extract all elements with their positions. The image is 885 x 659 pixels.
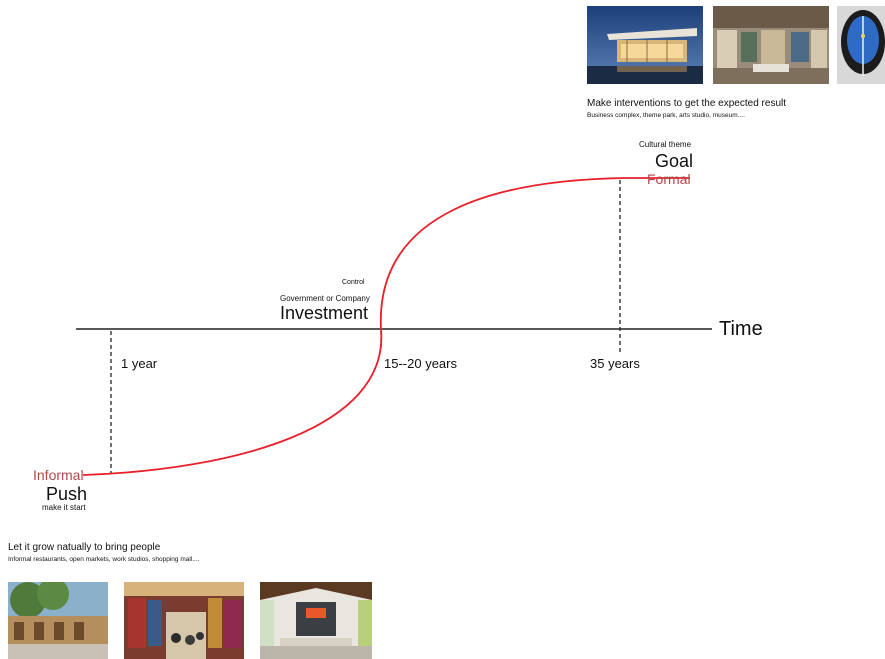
museum-dome-photo	[837, 6, 885, 84]
investment-subtitle: Government or Company	[280, 294, 370, 303]
work-studio-interior-photo	[260, 582, 372, 659]
push-subtitle: make it start	[42, 503, 86, 512]
modern-cultural-building-photo	[587, 6, 703, 84]
time-axis-label: Time	[719, 318, 763, 340]
goal-subtitle: Cultural theme	[639, 140, 692, 149]
goal-title: Goal	[655, 151, 694, 171]
goal-formal-label: Formal	[647, 171, 691, 187]
bottom-caption-subtitle: Informal restaurants, open markets, work…	[8, 556, 200, 563]
arts-studio-interior-photo	[713, 6, 829, 84]
top-caption-subtitle: Business complex, theme park, arts studi…	[587, 112, 745, 119]
growth-curve	[82, 177, 690, 476]
open-market-photo	[124, 582, 244, 659]
bottom-caption-title: Let it grow natually to bring people	[8, 542, 161, 553]
tick-35-years: 35 years	[590, 356, 640, 371]
investment-title: Investment	[280, 303, 369, 323]
tick-15-20-years: 15--20 years	[384, 356, 457, 371]
informal-street-restaurants-photo	[8, 582, 108, 659]
push-informal-label: Informal	[33, 467, 84, 483]
tick-1-year: 1 year	[121, 356, 158, 371]
investment-control-label: Control	[342, 279, 365, 286]
push-title: Push	[46, 484, 88, 504]
top-caption-title: Make interventions to get the expected r…	[587, 98, 787, 109]
